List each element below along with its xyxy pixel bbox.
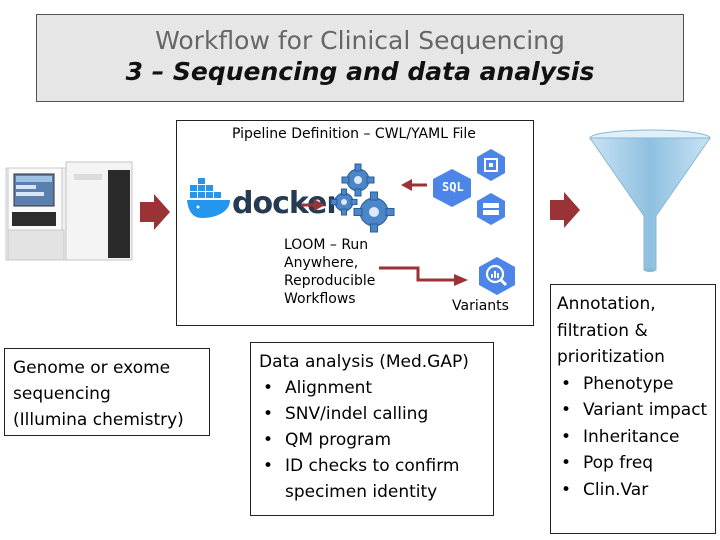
list-item: Clin.Var [557, 477, 709, 504]
loom-line: Reproducible [284, 273, 376, 289]
arrow-gcp-to-gears [401, 179, 427, 191]
list-item: QM program [259, 427, 485, 453]
gcp-sql-icon [433, 169, 471, 207]
sequencing-line: sequencing [13, 384, 111, 404]
annotation-heading-line: prioritization [557, 347, 665, 367]
loom-line: Workflows [284, 291, 356, 307]
sequencing-line: Genome or exome [13, 358, 171, 378]
annotation-box: Annotation, filtration & prioritization … [550, 284, 716, 534]
title-line2: 3 – Sequencing and data analysis [125, 57, 595, 86]
gcp-compute-icon [477, 149, 505, 181]
loom-line: Anywhere, [284, 255, 359, 271]
annotation-heading-line: Annotation, [557, 294, 656, 314]
list-item: Inheritance [557, 424, 709, 451]
annotation-heading-line: filtration & [557, 320, 648, 341]
pipeline-box [176, 120, 534, 326]
analysis-box: Data analysis (Med.GAP) Alignment SNV/in… [250, 342, 494, 516]
title-line1: Workflow for Clinical Sequencing [155, 26, 565, 55]
list-item: Variant impact [557, 397, 709, 424]
title-box: Workflow for Clinical Sequencing 3 – Seq… [36, 14, 684, 102]
gears-icon [330, 163, 395, 233]
annotation-list: Phenotype Variant impact Inheritance Pop… [557, 371, 709, 504]
list-item: Alignment [259, 375, 485, 401]
arrow-loom-to-bigquery [379, 266, 468, 286]
sequencing-line: (Illumina chemistry) [13, 410, 184, 430]
arrow-docker-to-gears [301, 199, 325, 211]
loom-line: LOOM – Run [284, 237, 369, 253]
variants-label: Variants [452, 298, 509, 314]
docker-whale-icon [187, 178, 230, 218]
sql-label: SQL [442, 180, 464, 194]
analysis-heading: Data analysis (Med.GAP) [259, 352, 469, 372]
funnel-icon [589, 129, 711, 272]
arrow-pipeline-to-funnel [550, 192, 580, 228]
list-item: SNV/indel calling [259, 401, 485, 427]
arrow-sequencer-to-pipeline [140, 194, 170, 230]
sequencer-machine-image [5, 161, 133, 261]
loom-text: LOOM – Run Anywhere, Reproducible Workfl… [284, 236, 404, 308]
gcp-storage-icon [477, 193, 505, 225]
docker-wordmark: docker [232, 186, 341, 221]
analysis-list: Alignment SNV/indel calling QM program I… [259, 375, 485, 505]
list-item: Phenotype [557, 371, 709, 398]
bigquery-icon [479, 257, 515, 295]
list-item: ID checks to confirm specimen identity [259, 453, 485, 505]
sequencing-box: Genome or exome sequencing (Illumina che… [4, 348, 210, 436]
pipeline-title: Pipeline Definition – CWL/YAML File [232, 126, 476, 142]
list-item: Pop freq [557, 450, 709, 477]
